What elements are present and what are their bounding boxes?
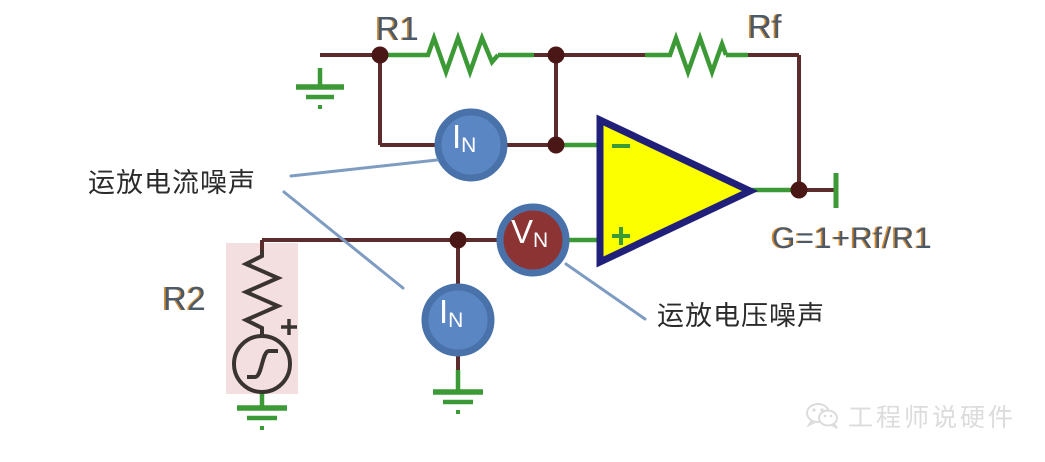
- resistor-r2-body: [241, 250, 283, 336]
- label-r1: R1: [376, 10, 420, 47]
- ground-symbol-r1: [296, 84, 344, 109]
- node-summing-bottom: [547, 136, 565, 154]
- node-r1-left: [371, 46, 389, 64]
- in-top-subscript: N: [461, 134, 477, 157]
- ground-symbol-r2: [237, 405, 287, 430]
- resistor-rf-body: [664, 31, 729, 79]
- opamp-noninverting-marker: [612, 227, 630, 245]
- in-top-symbol: I: [452, 118, 462, 155]
- current-noise-source-bottom: [421, 283, 495, 357]
- watermark-text: 工程师说硬件: [848, 404, 1017, 432]
- label-gain-formula: G=1+Rf/R1: [772, 222, 933, 255]
- source-label-in-bottom: IN: [439, 295, 463, 331]
- leader-current-noise-top: [289, 158, 439, 178]
- source-label-vn: VN: [511, 215, 548, 251]
- note-voltage-noise: 运放电压噪声: [657, 301, 825, 331]
- label-r2: R2: [163, 280, 207, 317]
- callout-leader-lines: [282, 158, 647, 321]
- vn-symbol: V: [511, 213, 534, 250]
- label-rf: Rf: [748, 8, 782, 45]
- leader-current-noise-bottom: [282, 190, 405, 290]
- current-noise-source-top: [434, 108, 508, 182]
- ground-symbol-in-bottom: [433, 389, 483, 414]
- vn-subscript: N: [533, 229, 549, 252]
- wechat-icon: [806, 403, 838, 429]
- node-summing-top: [547, 46, 565, 64]
- node-noninverting: [449, 231, 467, 249]
- voltage-noise-source: [496, 203, 570, 277]
- source-label-in-top: IN: [452, 120, 476, 156]
- leader-voltage-noise: [564, 262, 647, 321]
- junction-dots: [371, 46, 808, 249]
- note-current-noise: 运放电流噪声: [88, 168, 256, 198]
- in-bottom-symbol: I: [439, 293, 449, 330]
- resistor-r1-body: [420, 31, 500, 79]
- r2-noise-source: [232, 319, 297, 394]
- watermark: 工程师说硬件: [806, 398, 1016, 434]
- node-output: [790, 181, 808, 199]
- in-bottom-subscript: N: [448, 309, 464, 332]
- opamp-triangle: [596, 114, 759, 268]
